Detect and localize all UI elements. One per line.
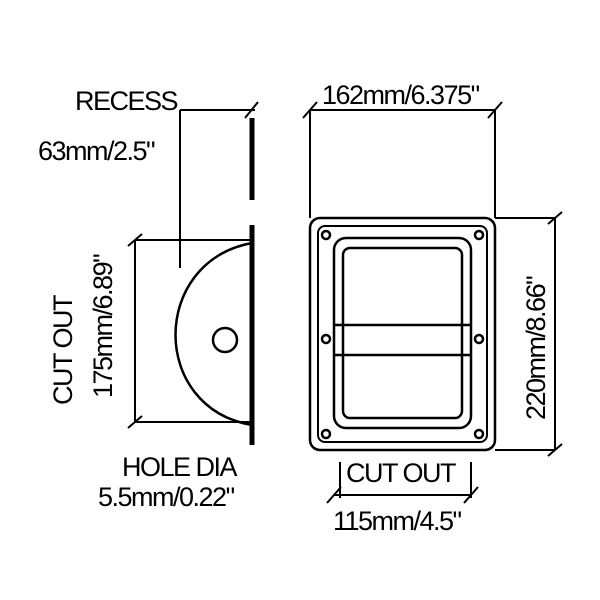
recess-profile-curve: [174, 241, 253, 427]
hole-circle: [211, 326, 239, 354]
pocket-inner: [341, 246, 464, 420]
side-view: [127, 101, 259, 445]
screw-hole-br: [473, 428, 485, 440]
hole-dia-value: 5.5mm/0.22": [98, 482, 235, 512]
screw-hole-bl: [320, 428, 332, 440]
cutout-side-title: CUT OUT: [48, 295, 78, 405]
screw-hole-tl: [320, 229, 332, 241]
plate-outer: [308, 216, 497, 452]
front-view: [302, 101, 563, 504]
height-right-value: 220mm/8.66": [521, 276, 551, 420]
recess-value: 63mm/2.5": [38, 136, 155, 166]
hole-dia-title: HOLE DIA: [122, 452, 238, 482]
pocket-outer: [332, 236, 473, 430]
screw-hole-tr: [473, 229, 485, 241]
screw-hole-ml: [320, 333, 332, 345]
cutout-side-value: 175mm/6.89": [88, 254, 118, 398]
cutout-bottom-tick-left: [326, 486, 342, 504]
width-top-value: 162mm/6.375": [322, 80, 480, 110]
recess-label: RECESS: [75, 86, 178, 116]
screw-hole-mr: [473, 333, 485, 345]
plate-inner-border: [317, 225, 488, 443]
cutout-bottom-title: CUT OUT: [346, 458, 456, 488]
recess-dim-tick: [244, 101, 259, 119]
cutout-bottom-value: 115mm/4.5": [333, 506, 462, 536]
